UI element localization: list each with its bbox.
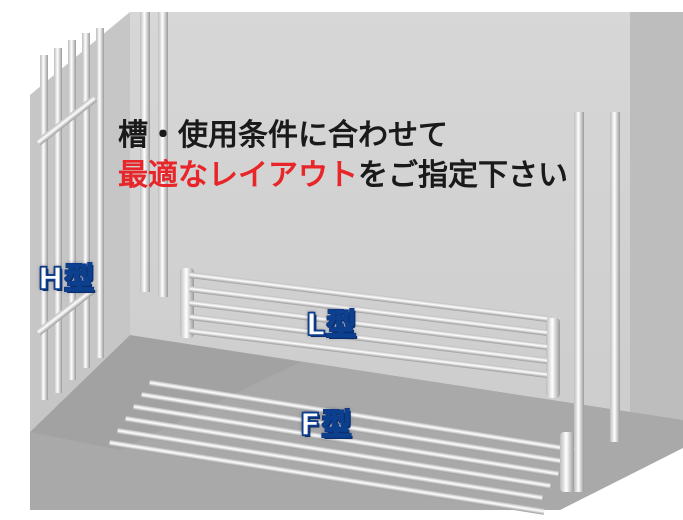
floor-shadow: [30, 335, 300, 450]
h-type-heater: [35, 28, 104, 400]
tank-right-edge: [630, 12, 683, 470]
supply-pipes: [140, 12, 620, 492]
headline-rest: をご指定下さい: [358, 158, 568, 193]
headline-line-2: 最適なレイアウトをご指定下さい: [118, 150, 568, 194]
h-type-label: H型: [37, 261, 96, 298]
headline-highlight: 最適なレイアウト: [118, 158, 358, 193]
l-type-heater: [180, 268, 560, 398]
l-type-label: L型: [305, 307, 358, 344]
f-type-heater: [109, 380, 575, 515]
headline-line-1: 槽・使用条件に合わせて: [118, 118, 448, 153]
f-type-label: F型: [299, 407, 353, 444]
